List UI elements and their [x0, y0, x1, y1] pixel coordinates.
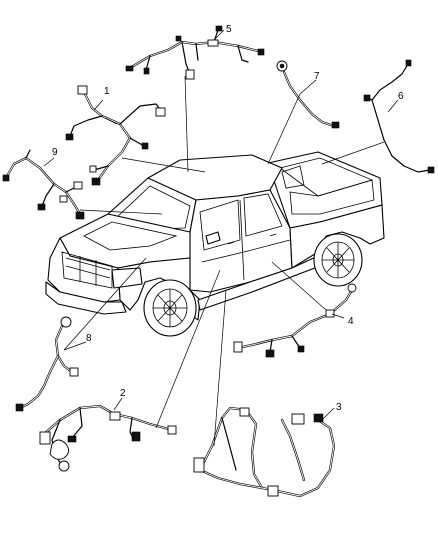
wiring-harness-5 — [125, 25, 265, 80]
callout-7: 7 — [314, 71, 320, 82]
callout-9: 9 — [52, 147, 58, 158]
callout-3: 3 — [336, 402, 342, 413]
wiring-harness-1 — [65, 85, 166, 186]
wiring-harness-4 — [233, 283, 357, 358]
front-wheel — [143, 279, 197, 337]
wiring-harness-3 — [193, 406, 336, 498]
callout-5: 5 — [226, 24, 232, 35]
callout-4: 4 — [348, 316, 354, 327]
wiring-harness-2 — [39, 404, 177, 472]
leader-lines — [43, 29, 399, 447]
rear-wheel — [313, 233, 363, 287]
wiring-harness-9 — [2, 149, 85, 220]
wiring-harness-8 — [15, 316, 79, 412]
wiring-harness-6 — [363, 59, 435, 174]
callout-1: 1 — [104, 86, 110, 97]
callout-8: 8 — [86, 333, 92, 344]
callout-2: 2 — [120, 388, 126, 399]
callout-6: 6 — [398, 91, 404, 102]
pickup-truck — [45, 151, 385, 337]
wiring-harness-7 — [276, 60, 340, 129]
